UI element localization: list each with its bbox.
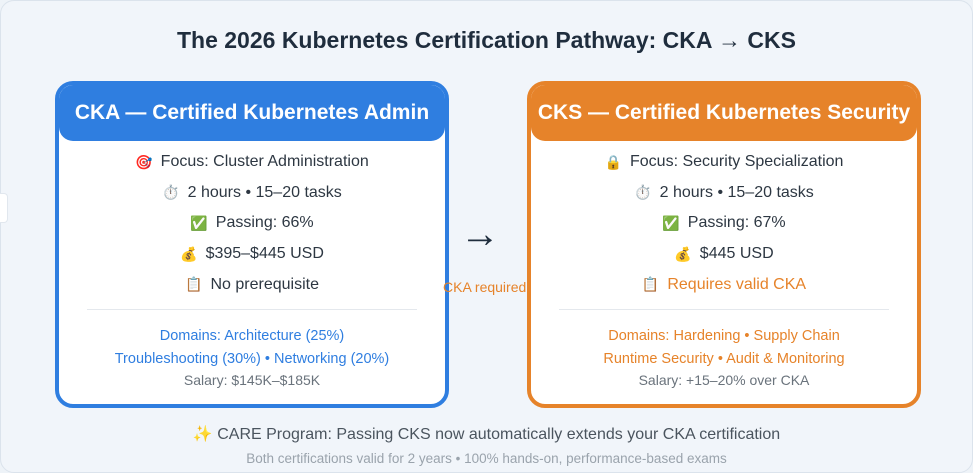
cks-prerequisite: 📋 Requires valid CKA [531,269,917,300]
cka-duration: ⏱️ 2 hours • 15–20 tasks [59,178,445,209]
side-tab-handle[interactable] [0,193,8,223]
cka-duration-text: 2 hours • 15–20 tasks [187,183,342,201]
cks-duration: ⏱️ 2 hours • 15–20 tasks [531,178,917,209]
cks-prerequisite-text: Requires valid CKA [667,275,807,293]
cka-domains-line-1: Domains: Architecture (25%) [159,327,345,344]
cka-salary: Salary: $145K–$185K [183,371,321,388]
cks-salary: Salary: +15–20% over CKA [638,371,810,388]
page-title: The 2026 Kubernetes Certification Pathwa… [176,27,796,53]
footer-validity-note: Both certifications valid for 2 years • … [246,451,727,466]
cks-passing-text: Passing: 67% [687,214,786,232]
cka-focus: 🎯 Focus: Cluster Administration [59,147,445,178]
cka-card-header: CKA — Certified Kubernetes Admin [59,85,445,141]
stopwatch-icon: ⏱️ [162,184,180,201]
stopwatch-icon: ⏱️ [634,184,652,201]
arrow-label: CKA required [443,279,527,295]
lock-icon: 🔒 [604,153,622,170]
cks-price-text: $445 USD [699,245,774,263]
clipboard-icon: 📋 [641,276,660,293]
cka-domains-line-2: Troubleshooting (30%) • Networking (20%) [114,350,390,367]
cka-prerequisite: 📋 No prerequisite [59,269,445,300]
sparkles-icon: ✨ [192,426,213,443]
cks-passing: ✅ Passing: 67% [531,208,917,239]
money-bag-icon: 💰 [180,245,198,262]
cks-card: CKS — Certified Kubernetes Security 🔒 Fo… [527,81,921,408]
cks-price: 💰 $445 USD [531,239,917,270]
cka-passing-text: Passing: 66% [215,214,314,232]
target-icon: 🎯 [135,153,153,170]
cka-divider [87,308,417,310]
right-arrow-icon: → [460,212,500,256]
footer-care-note: ✨ CARE Program: Passing CKS now automati… [0,424,973,444]
cks-divider [559,308,889,310]
cka-price-text: $395–$445 USD [205,245,324,263]
cks-card-header: CKS — Certified Kubernetes Security [531,85,917,141]
cka-passing: ✅ Passing: 66% [59,208,445,239]
cka-price: 💰 $395–$445 USD [59,239,445,270]
cks-duration-text: 2 hours • 15–20 tasks [659,183,814,201]
cka-facts: 🎯 Focus: Cluster Administration ⏱️ 2 hou… [59,147,445,300]
cks-facts: 🔒 Focus: Security Specialization ⏱️ 2 ho… [531,147,917,300]
cks-domains: Domains: Hardening • Supply Chain Runtim… [531,325,917,371]
check-icon: ✅ [662,214,680,231]
cks-focus: 🔒 Focus: Security Specialization [531,147,917,178]
footer-care-text: CARE Program: Passing CKS now automatica… [217,426,781,443]
cks-focus-text: Focus: Security Specialization [630,153,844,171]
cks-domains-line-1: Domains: Hardening • Supply Chain [608,327,840,344]
cks-domains-line-2: Runtime Security • Audit & Monitoring [603,350,845,367]
check-icon: ✅ [190,214,208,231]
cka-domains: Domains: Architecture (25%) Troubleshoot… [59,325,445,371]
clipboard-icon: 📋 [185,276,203,293]
money-bag-icon: 💰 [674,245,692,262]
cka-focus-text: Focus: Cluster Administration [160,153,369,171]
cka-card: CKA — Certified Kubernetes Admin 🎯 Focus… [55,81,449,408]
cka-prerequisite-text: No prerequisite [210,275,319,293]
